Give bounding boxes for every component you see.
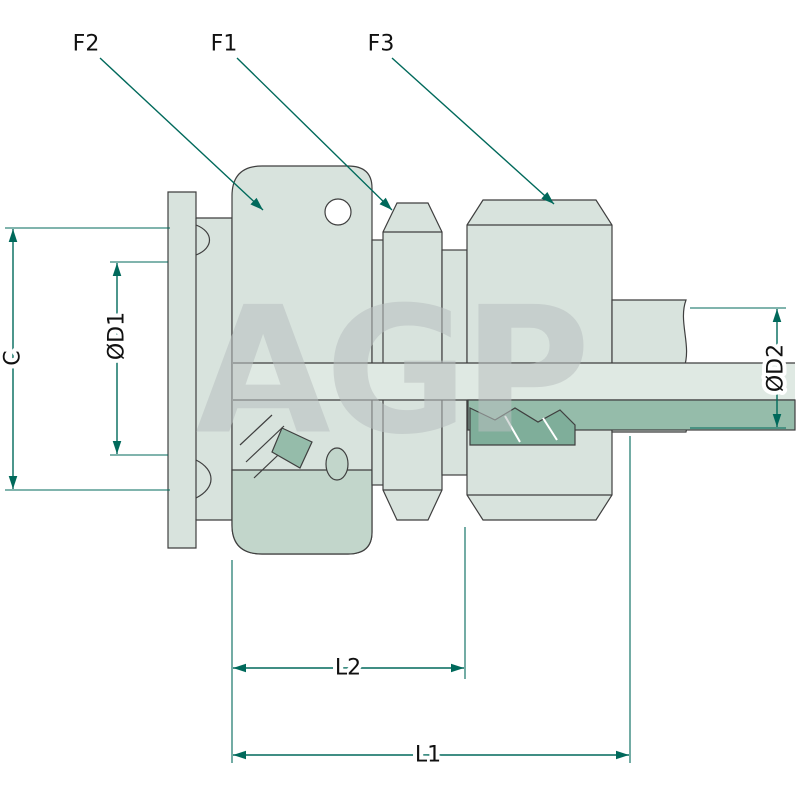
leader-arrow-f2 [250,197,263,210]
cutting-ring-slit-1 [504,415,521,443]
dimension-d1: ØD1 [101,261,168,456]
main-hex-lower-section [231,469,373,555]
body-hole [324,198,352,226]
bore-strip [233,363,795,400]
dimension-l1: L1 [233,436,631,772]
dimension-label-l1: L1 [415,743,441,768]
callout-label-f3: F3 [368,32,395,57]
leader-arrow-f3 [541,191,554,204]
thread-line-2 [245,425,285,463]
callout-label-f2: F2 [73,32,100,57]
thread-line-1 [239,414,273,446]
section-hole [325,447,349,481]
dimension-label-l2: L2 [335,656,361,681]
dim-arrow-l1-left [233,750,246,760]
dim-arrow-d1-bottom [112,441,122,454]
dimension-label-d1: ØD1 [105,312,130,360]
dimension-label-d2: ØD2 [764,344,789,392]
fitting-body [167,165,796,555]
dim-arrow-c-top [8,229,18,242]
dimension-l2: L2 [231,527,466,763]
cutting-ring-teeth [469,407,576,446]
dim-arrow-l1-right [616,750,629,760]
leader-line-f2 [99,57,264,211]
cutting-ring-slit-2 [542,417,558,441]
callout-label-f1: F1 [211,32,238,57]
leader-arrow-f1 [379,197,392,210]
dim-arrow-l2-left [233,663,246,673]
dim-arrow-d2-top [772,309,782,322]
flange-profile-curve-top [195,224,211,256]
leader-line-f1 [236,57,393,211]
dim-arrow-d2-bottom [772,414,782,427]
dimension-label-c: C [1,350,26,365]
dimension-d2: ØD2 [690,307,793,429]
dim-arrow-d1-top [112,263,122,276]
section-wedge [271,427,313,469]
dim-arrow-l2-right [451,663,464,673]
watermark: AGP [195,271,584,474]
flange-profile-curve-bottom [195,459,212,499]
dim-arrow-c-bottom [8,476,18,489]
leader-line-f3 [391,57,555,205]
dimension-c: C [0,227,170,491]
callout-f1: F1 [211,32,393,211]
callout-f3: F3 [368,32,555,205]
callout-f2: F2 [73,32,264,211]
